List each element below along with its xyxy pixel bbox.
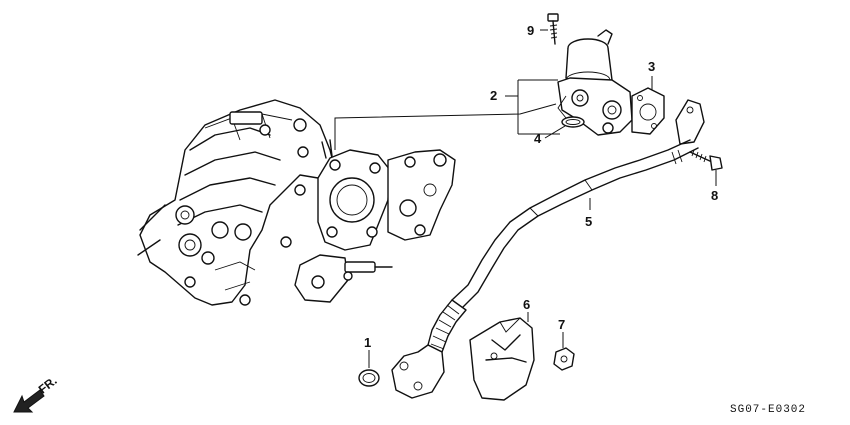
leader-lines — [368, 29, 717, 368]
throttle-body — [294, 139, 456, 303]
callout-7: 7 — [558, 317, 566, 332]
callout-1: 1 — [364, 335, 372, 350]
callout-3: 3 — [648, 59, 656, 74]
bolt-9 — [547, 13, 559, 45]
callout-8: 8 — [711, 188, 719, 203]
front-direction-arrow-icon — [13, 389, 45, 413]
o-ring — [561, 116, 585, 128]
intake-manifold — [137, 99, 336, 306]
reference-leader — [334, 103, 557, 150]
callout-6: 6 — [523, 297, 531, 312]
callout-5: 5 — [585, 214, 593, 229]
callout-9: 9 — [527, 23, 535, 38]
bolt-8 — [689, 149, 723, 171]
gasket — [631, 87, 665, 135]
ring-gasket — [358, 369, 380, 387]
diagram-code: SG07-E0302 — [730, 404, 807, 416]
callout-2: 2 — [490, 88, 498, 103]
heat-shield — [469, 317, 535, 401]
egr-pipe — [391, 99, 705, 399]
callout-4: 4 — [534, 131, 542, 146]
nut-7 — [553, 347, 575, 371]
egr-valve — [557, 29, 633, 136]
